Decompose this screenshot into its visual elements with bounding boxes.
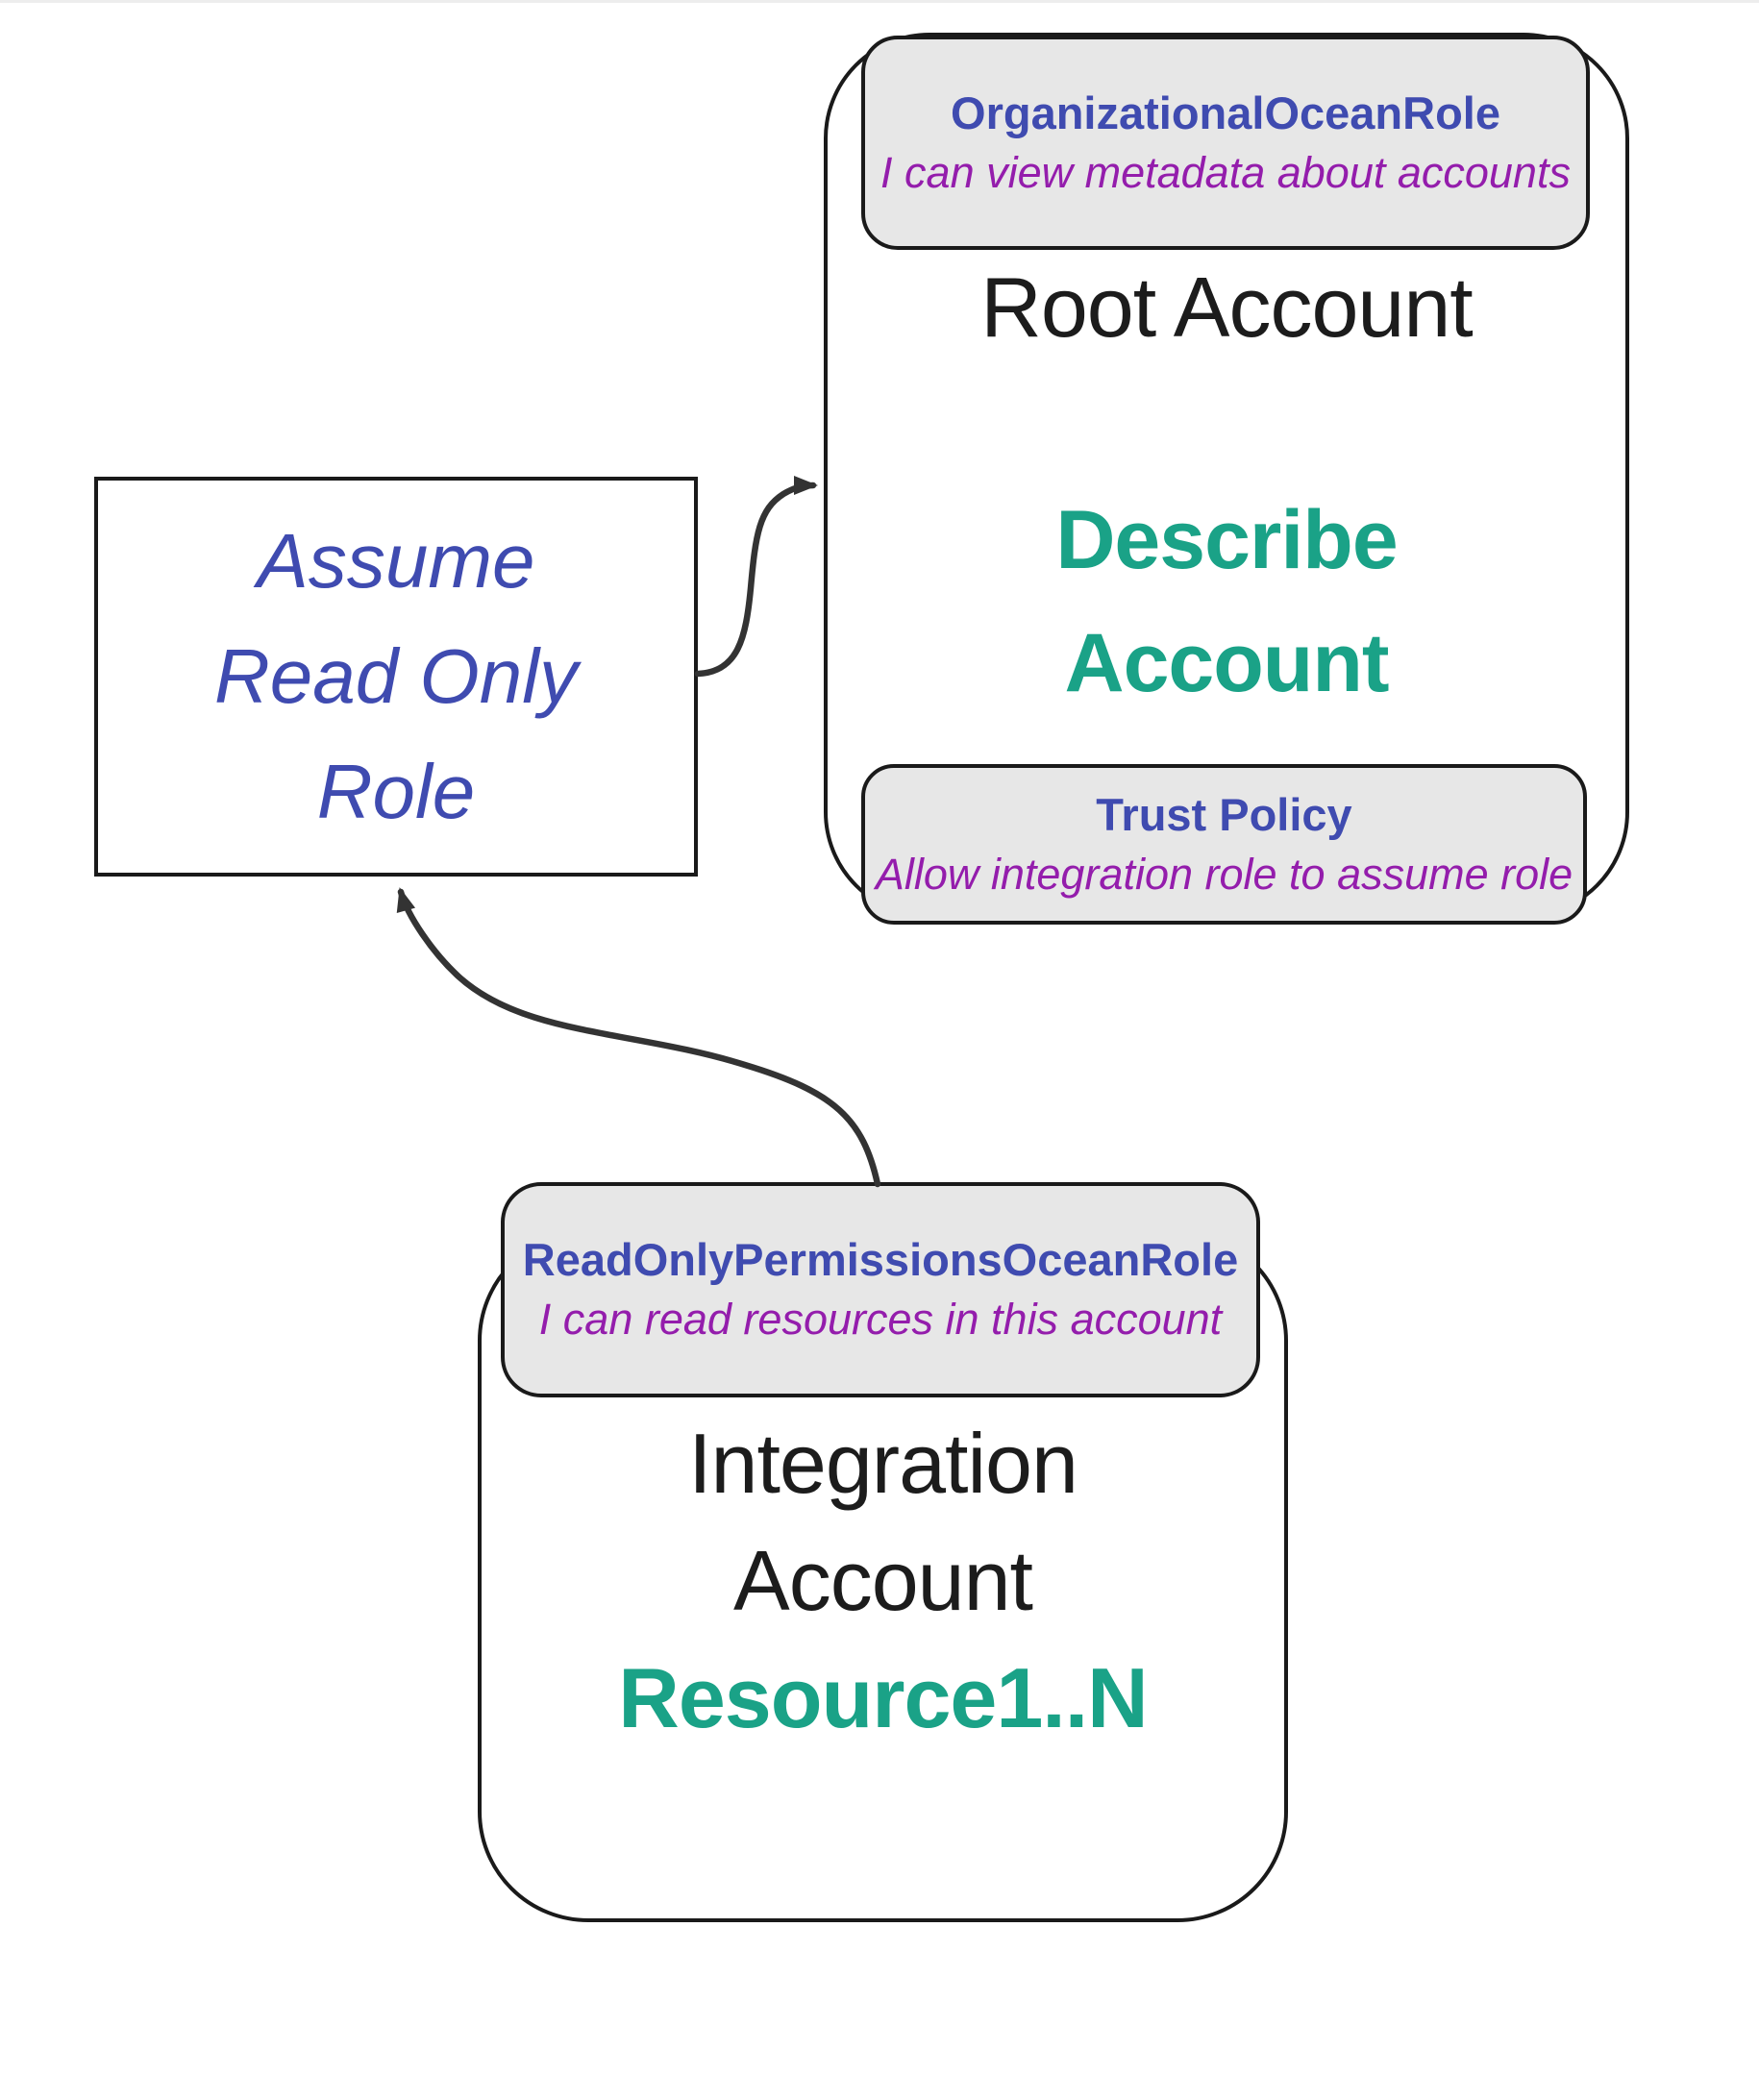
integration-account-title: Integration Account Resource1..N [478,1405,1288,1757]
trust-policy-description: Allow integration role to assume role [875,849,1573,899]
page-top-border [0,0,1759,3]
assume-role-line1: Assume [257,518,535,604]
describe-account-line1: Describe [1055,494,1398,586]
describe-account-line2: Account [1064,617,1390,709]
root-account-title: Root Account [980,259,1473,355]
arrow-assume-to-root-account [694,476,818,678]
organizational-role-label: OrganizationalOceanRole I can view metad… [861,36,1590,250]
readonly-role-description: I can read resources in this account [538,1295,1223,1344]
readonly-role-name: ReadOnlyPermissionsOceanRole [522,1234,1239,1285]
assume-role-line3: Role [316,749,476,834]
integration-title-line2: Account [733,1533,1033,1628]
trust-policy-label: Trust Policy Allow integration role to a… [861,764,1587,925]
trust-policy-name: Trust Policy [1096,788,1352,840]
readonly-role-label: ReadOnlyPermissionsOceanRole I can read … [501,1182,1260,1397]
arrow-integration-to-assume [396,887,881,1188]
organizational-role-name: OrganizationalOceanRole [951,86,1500,138]
assume-read-only-role-box: Assume Read Only Role [94,477,698,877]
describe-account-action: Describe Account [824,479,1629,725]
integration-title-line1: Integration [688,1416,1078,1511]
integration-resources: Resource1..N [618,1650,1148,1745]
organizational-role-description: I can view metadata about accounts [880,147,1571,197]
assume-role-line2: Read Only [214,633,578,719]
